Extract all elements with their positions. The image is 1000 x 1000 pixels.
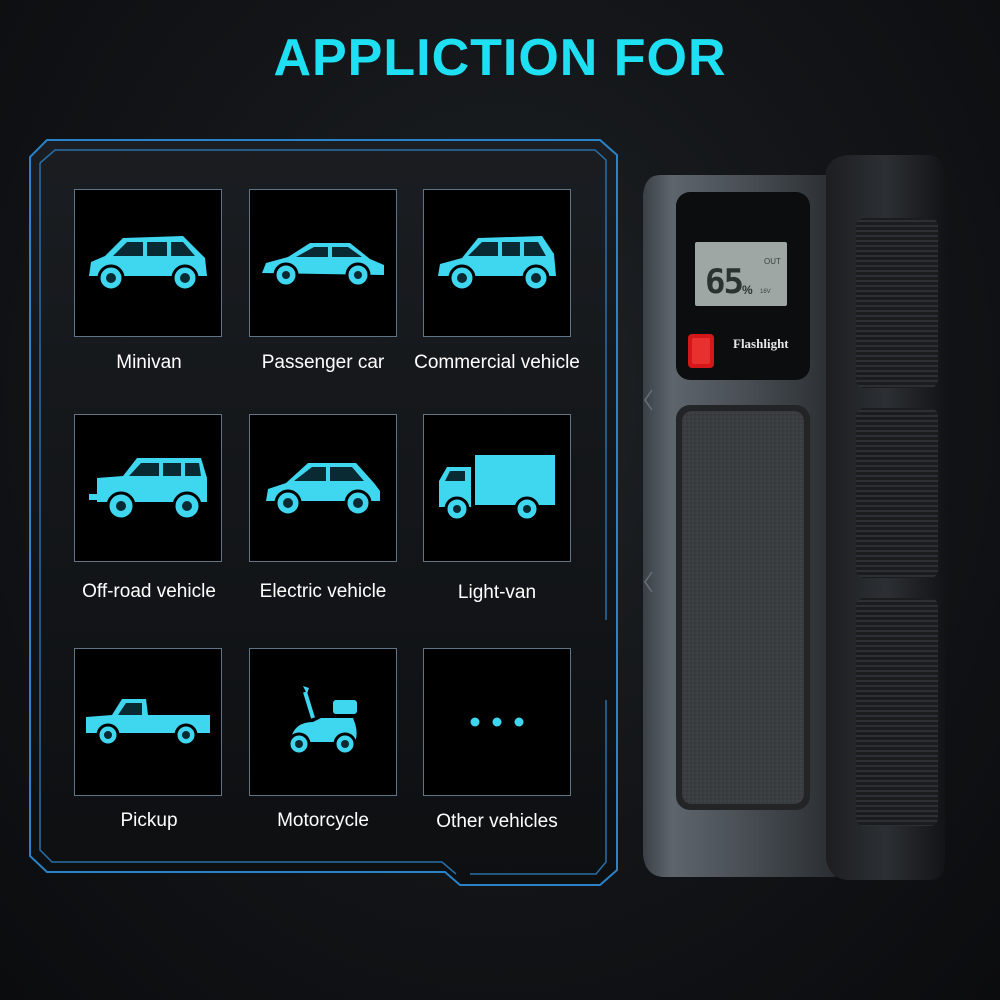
ellipsis-icon <box>470 717 524 727</box>
tile-minivan <box>74 189 222 337</box>
label-off-road: Off-road vehicle <box>82 581 216 602</box>
tile-off-road <box>74 414 222 562</box>
lcd-voltage-label: 16V <box>760 289 771 295</box>
tile-passenger-car <box>249 189 397 337</box>
label-pickup: Pickup <box>120 810 178 831</box>
lcd-battery-unit: % <box>742 283 753 297</box>
tile-electric-vehicle <box>249 414 397 562</box>
tile-pickup <box>74 648 222 796</box>
flashlight-label: Flashlight <box>733 336 789 351</box>
label-light-van: Light-van <box>457 582 537 603</box>
lcd-battery-value: 65 <box>705 262 744 302</box>
light-van-icon <box>439 455 555 522</box>
page-title: APPLICTION FOR <box>273 29 727 87</box>
passenger-car-icon <box>262 243 384 288</box>
tile-light-van <box>423 414 571 562</box>
label-electric-vehicle: Electric vehicle <box>259 581 387 602</box>
lcd-out-label: OUT <box>764 257 781 266</box>
electric-car-icon <box>266 463 380 517</box>
commercial-vehicle-icon <box>438 236 556 292</box>
tile-motorcycle <box>249 648 397 796</box>
label-minivan: Minivan <box>116 352 182 373</box>
tile-commercial-vehicle <box>423 189 571 337</box>
pickup-icon <box>86 699 210 747</box>
label-other-vehicles: Other vehicles <box>436 811 558 832</box>
motorcycle-icon <box>287 686 357 756</box>
label-passenger-car: Passenger car <box>261 352 385 373</box>
label-motorcycle: Motorcycle <box>277 810 369 831</box>
off-road-icon <box>89 458 207 521</box>
minivan-icon <box>89 236 207 292</box>
tile-other-vehicles <box>423 648 571 796</box>
label-commercial-vehicle: Commercial vehicle <box>414 352 580 373</box>
